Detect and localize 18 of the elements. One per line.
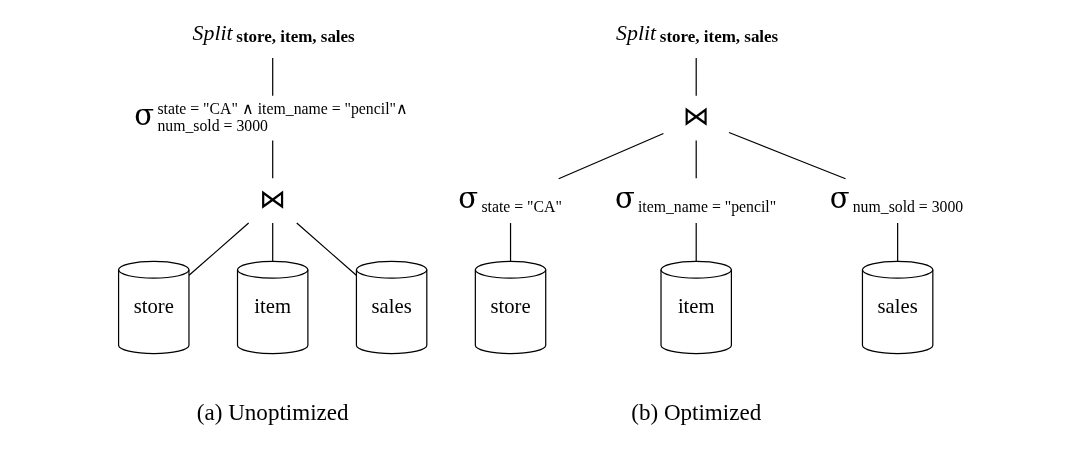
connector bbox=[272, 56, 274, 96]
connector bbox=[695, 139, 697, 179]
connector bbox=[296, 221, 357, 276]
node-text: ⋈ bbox=[259, 182, 287, 214]
connector bbox=[728, 131, 847, 179]
connector bbox=[509, 221, 512, 262]
connector bbox=[695, 56, 697, 96]
connector bbox=[695, 221, 697, 262]
node-text: Split store, item, sales bbox=[192, 20, 355, 46]
connector bbox=[558, 132, 665, 179]
connector bbox=[897, 221, 899, 262]
label: (a) Unoptimized bbox=[196, 398, 349, 425]
connector bbox=[188, 221, 250, 276]
node-text: Split store, item, sales bbox=[616, 20, 779, 46]
connector bbox=[272, 221, 274, 262]
label: (b) Optimized bbox=[631, 398, 762, 425]
connector bbox=[272, 139, 274, 179]
node-text: ⋈ bbox=[682, 99, 710, 131]
